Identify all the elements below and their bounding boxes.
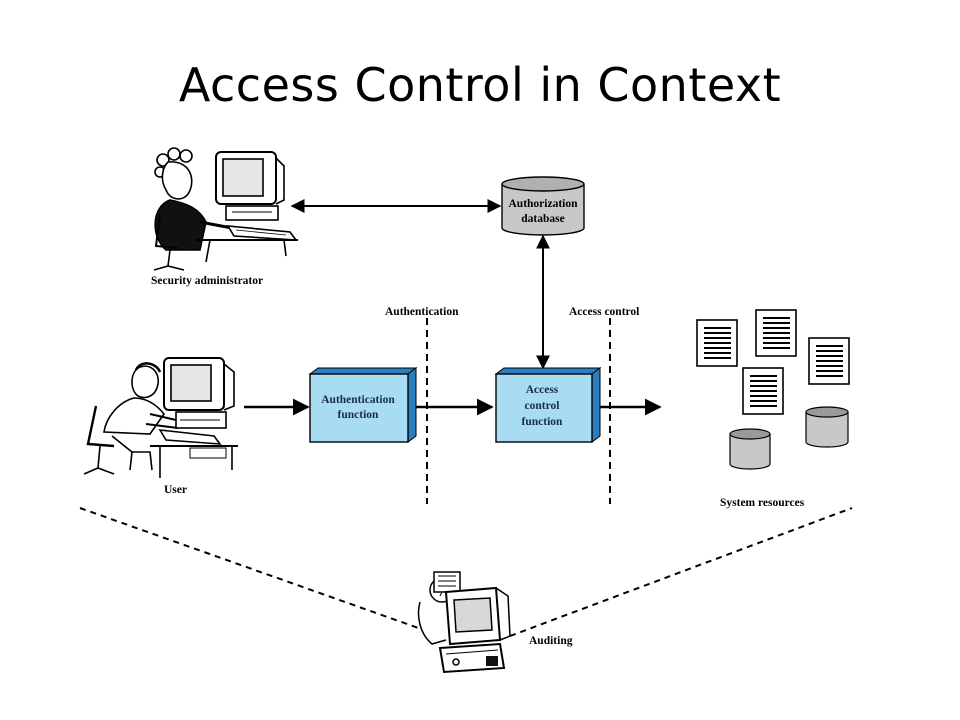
document-icon: [755, 309, 797, 357]
authentication-function-label-line2: function: [338, 409, 380, 421]
document-icon: [742, 367, 784, 415]
access-control-boundary-label: Access control: [569, 306, 639, 318]
authentication-function-box: [308, 367, 418, 443]
user-icon: [83, 357, 238, 478]
access-control-function-label-line2: control: [525, 400, 560, 412]
auditing-right-dashed-line: [509, 507, 853, 637]
access-control-function-label-line3: function: [522, 416, 564, 428]
authorization-database-label-line1: Authorization: [509, 198, 579, 210]
authorization-database-label-line2: database: [521, 213, 564, 225]
auditing-label: Auditing: [529, 635, 573, 647]
slide-title: Access Control in Context: [178, 58, 782, 112]
user-label: User: [164, 484, 187, 496]
system-resources-icon: [696, 309, 850, 470]
disk-icon: [805, 406, 849, 448]
authentication-boundary-label: Authentication: [385, 306, 459, 318]
document-icon: [808, 337, 850, 385]
security-administrator-icon: [153, 147, 298, 271]
document-icon: [696, 319, 738, 367]
access-control-function-label-line1: Access: [526, 384, 559, 396]
system-resources-label: System resources: [720, 497, 805, 509]
auditor-icon: [417, 571, 511, 674]
access-control-function-box: [494, 367, 602, 443]
disk-icon: [729, 428, 771, 470]
authentication-function-label-line1: Authentication: [321, 394, 395, 406]
security-administrator-label: Security administrator: [151, 275, 263, 287]
authorization-database-icon: [501, 176, 585, 236]
auditing-left-dashed-line: [79, 507, 425, 631]
